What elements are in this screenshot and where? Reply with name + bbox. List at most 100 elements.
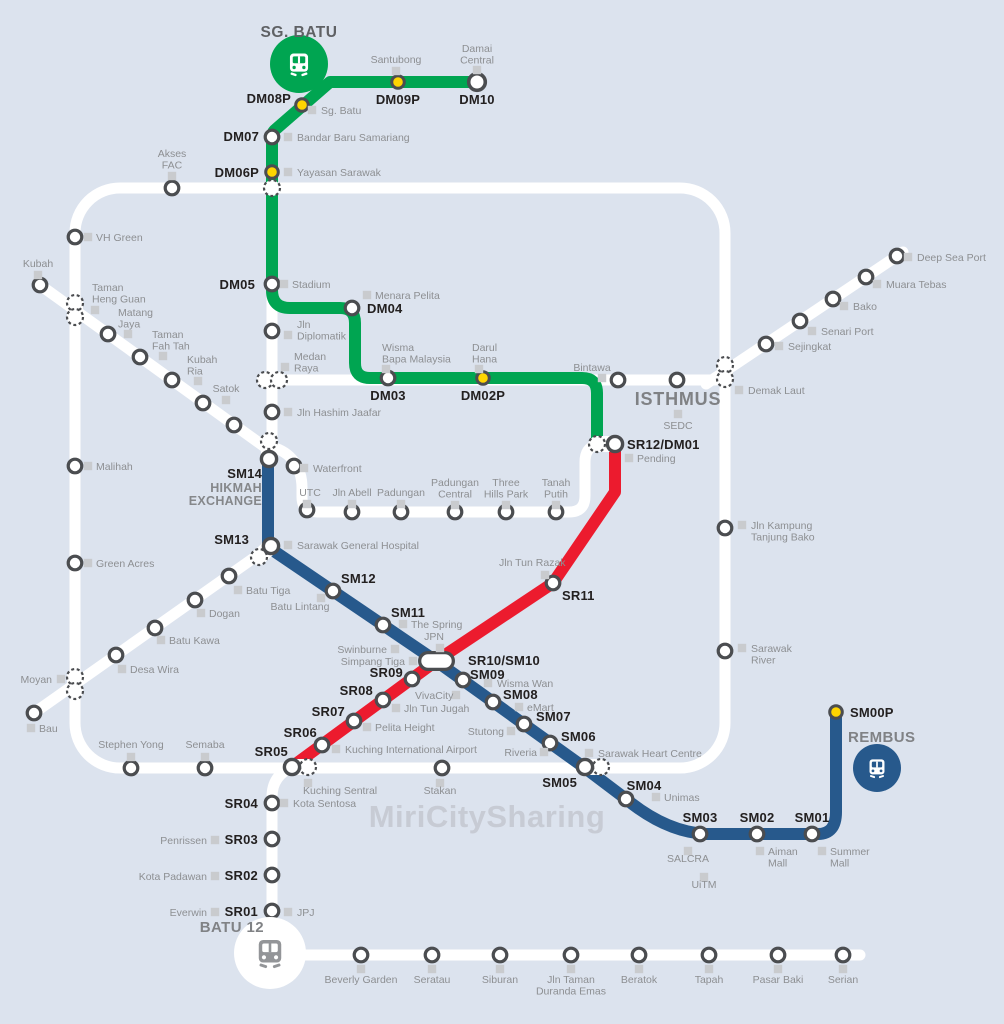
square-kubah-pl — [33, 270, 43, 280]
square-dogan-pl — [196, 608, 206, 618]
square-bau-pl — [26, 723, 36, 733]
label-batu-12-area: BATU 12 — [200, 919, 264, 936]
label-sm02-code: SM02 — [740, 810, 775, 825]
label-the-spring: The Spring — [411, 619, 463, 631]
label-dm03-code: DM03 — [370, 388, 405, 403]
label-sejingkat-pl: Sejingkat — [788, 341, 831, 353]
watermark: MiriCitySharing — [369, 799, 606, 834]
label-dm09p-code: DM09P — [376, 92, 420, 107]
square-sedc-pl — [673, 409, 683, 419]
square-malihah-pl — [83, 461, 93, 471]
square-stephen-yong-pl — [126, 752, 136, 762]
square-sarawak-heart-centre — [584, 748, 594, 758]
square-deep-sea-port-pl — [903, 252, 913, 262]
square-sejingkat-pl — [774, 341, 784, 351]
label-jln-diplomatik-pl-line2: Diplomatik — [297, 331, 347, 343]
square-bako-pl — [839, 301, 849, 311]
label-tapah-pl: Tapah — [695, 974, 724, 986]
station-akses-fac — [163, 179, 181, 197]
station-dm06p — [264, 164, 280, 180]
station-sr04 — [263, 794, 281, 812]
label-sr05-code: SR05 — [255, 744, 288, 759]
train-foot-left — [869, 775, 876, 779]
square-taman-heng-guan-pl — [90, 305, 100, 315]
square-wisma-bapa-malaysia — [381, 364, 391, 374]
square-pelita-height — [362, 722, 372, 732]
label-desa-wira-pl: Desa Wira — [130, 664, 179, 676]
train-foot-right — [301, 72, 308, 77]
station-sm08 — [484, 693, 502, 711]
sr12-dm01-solid-ring — [605, 434, 625, 454]
station-dm08p — [294, 97, 310, 113]
label-summer-mall-line2: Mall — [830, 858, 849, 870]
square-jln-tun-jugah — [391, 703, 401, 713]
cross-loop-port — [715, 355, 735, 389]
label-wisma-wan: Wisma Wan — [497, 678, 553, 690]
label-malihah-pl: Malihah — [96, 461, 133, 473]
sr05-solid-ring — [282, 757, 302, 777]
square-tanah-putih-pl — [551, 500, 561, 510]
station-green-acres — [66, 554, 84, 572]
station-taman-fah-tah — [163, 371, 181, 389]
label-vivacity: VivaCity — [415, 690, 454, 702]
cross-mid-vertical — [255, 370, 289, 390]
square-jpj — [283, 907, 293, 917]
station-sm03 — [691, 825, 709, 843]
label-taman-fah-tah-pl-line2: Fah Tah — [152, 341, 190, 353]
label-sm05-code: SM05 — [542, 775, 577, 790]
label-salcra: SALCRA — [667, 853, 709, 865]
square-menara-pelita — [362, 290, 372, 300]
label-dm06p-code: DM06P — [215, 165, 259, 180]
station-beratok — [630, 946, 648, 964]
label-menara-pelita: Menara Pelita — [375, 290, 440, 302]
label-kuching-sentral: Kuching Sentral — [303, 785, 377, 797]
station-jln-kampung-tanjung-bako — [716, 519, 734, 537]
square-desa-wira-pl — [117, 664, 127, 674]
label-kota-padawan: Kota Padawan — [139, 871, 207, 883]
label-uitm: UiTM — [691, 879, 716, 891]
station-tapah — [700, 946, 718, 964]
sm05-dashed-ring — [591, 757, 611, 777]
interchange-sr12-dm01 — [587, 434, 625, 454]
station-sedc — [668, 371, 686, 389]
square-darul-hana — [474, 364, 484, 374]
square-semaba-pl — [200, 752, 210, 762]
label-emart: eMart — [527, 702, 554, 714]
label-pending: Pending — [637, 453, 676, 465]
label-stutong: Stutong — [468, 726, 504, 738]
square-medan-raya — [280, 362, 290, 372]
station-seratau — [423, 946, 441, 964]
station-desa-wira — [107, 646, 125, 664]
station-batu-tiga — [220, 567, 238, 585]
train-foot-left — [290, 72, 297, 77]
label-everwin: Everwin — [170, 907, 208, 919]
label-akses-fac-pl-line1: Akses — [158, 148, 187, 160]
station-dm03 — [379, 369, 397, 387]
label-sr02-code: SR02 — [225, 868, 258, 883]
station-sm12 — [324, 582, 342, 600]
terminal-batu-12-terminal — [234, 917, 306, 989]
station-sm02 — [748, 825, 766, 843]
cross-loop-kubah-ring-1 — [65, 307, 85, 327]
square-jln-tun-razak — [540, 570, 550, 580]
station-muara-tebas — [857, 268, 875, 286]
label-satok-pl: Satok — [213, 383, 241, 395]
cross-loop-bau-ring-0 — [65, 667, 85, 687]
label-seratau-pl: Seratau — [414, 974, 451, 986]
label-sm08-code: SM08 — [503, 687, 538, 702]
interchange-sr05 — [282, 757, 318, 777]
label-jln-kampung-tanjung-bako-pl-line2: Tanjung Bako — [751, 532, 815, 544]
station-jln-hashim-jaafar — [263, 403, 281, 421]
label-bako-pl: Bako — [853, 301, 877, 313]
square-bandar-baru-samariang — [283, 132, 293, 142]
label-dm08p-code: DM08P — [247, 91, 291, 106]
sr05-dashed-ring — [298, 757, 318, 777]
interchange-sm05 — [575, 757, 611, 777]
label-hikmah-area-line1: HIKMAH — [210, 481, 262, 495]
label-akses-fac-pl-line2: FAC — [162, 160, 183, 172]
interchange-sm13 — [249, 536, 281, 567]
label-jpn: JPN — [424, 631, 444, 643]
station-bau — [25, 704, 43, 722]
square-vh-green-pl — [83, 232, 93, 242]
